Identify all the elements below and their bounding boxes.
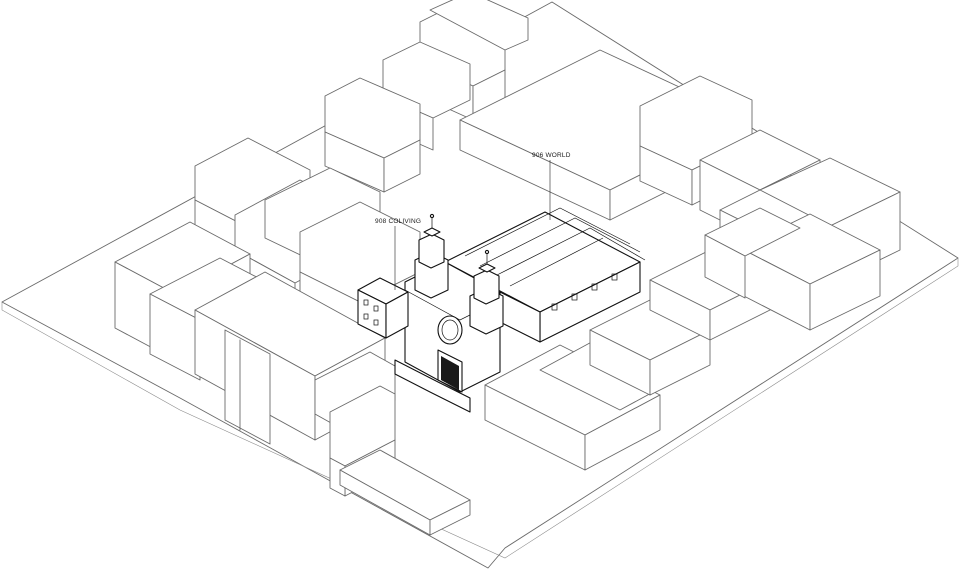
- block-west: [114, 137, 421, 381]
- church-906-world: [394, 207, 646, 413]
- block-southeast: [484, 129, 901, 471]
- block-north: [324, 0, 753, 221]
- annotations: 906 WORLD 908 COLIVING: [375, 152, 571, 290]
- label-908-coliving: 908 COLIVING: [375, 218, 421, 225]
- block-southwest: [194, 271, 471, 536]
- label-906-world: 906 WORLD: [532, 152, 571, 159]
- coliving-908: [357, 277, 409, 339]
